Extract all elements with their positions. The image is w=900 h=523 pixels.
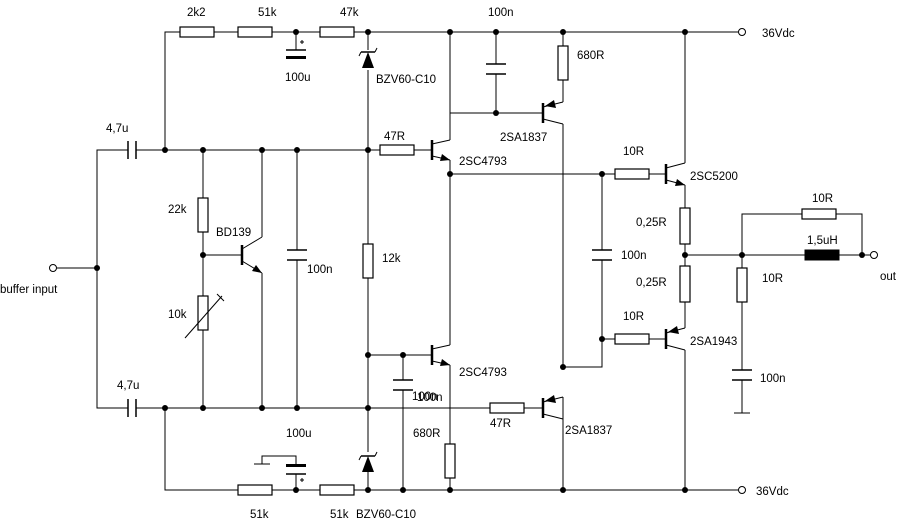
label-l-1u5: 1,5uH bbox=[807, 235, 838, 247]
zener-top bbox=[358, 47, 378, 68]
resistor-2k2 bbox=[179, 26, 215, 38]
zener-bot bbox=[358, 451, 378, 472]
label-q-2sa1837-top: 2SA1837 bbox=[500, 132, 547, 144]
resistor-10r-feedback bbox=[801, 208, 837, 220]
label-r-47k-top: 47k bbox=[340, 7, 359, 19]
resistor-025r-bot bbox=[679, 265, 691, 303]
resistor-51k-bot1 bbox=[237, 484, 273, 496]
transistor-2sa1943 bbox=[664, 326, 686, 351]
resistor-680r-bot bbox=[444, 443, 456, 479]
label-r-680r-top: 680R bbox=[577, 50, 605, 62]
label-q-2sa1837-bot: 2SA1837 bbox=[565, 425, 612, 437]
label-r-47r-bot: 47R bbox=[490, 418, 511, 430]
label-r-025-top: 0,25R bbox=[636, 217, 667, 229]
resistor-10r-zobel bbox=[736, 267, 748, 303]
label-c-4u7-top: 4,7u bbox=[106, 123, 128, 135]
label-supply-bot: 36Vdc bbox=[756, 486, 789, 498]
label-c-100n-mid: 100n bbox=[307, 264, 333, 276]
transistor-2sa1837-bot bbox=[541, 395, 564, 420]
label-q-2sc5200: 2SC5200 bbox=[690, 171, 738, 183]
label-q-2sc4793-bot: 2SC4793 bbox=[459, 367, 507, 379]
label-c-100u-top: 100u bbox=[285, 72, 311, 84]
trimmer-arrow bbox=[184, 295, 223, 339]
terminal-supply-top bbox=[738, 28, 746, 36]
label-r-10r-zobel: 10R bbox=[762, 273, 783, 285]
resistor-10r-bot bbox=[614, 333, 650, 345]
label-r-10r-fb: 10R bbox=[812, 193, 833, 205]
resistor-22k bbox=[197, 197, 209, 233]
label-r-51k-top: 51k bbox=[258, 7, 277, 19]
resistor-47r-top bbox=[379, 144, 415, 156]
terminal-buffer-input bbox=[49, 264, 57, 272]
resistor-51k-top bbox=[237, 26, 273, 38]
terminal-supply-bot bbox=[738, 486, 746, 494]
terminal-out bbox=[870, 251, 878, 259]
label-r-47r-top: 47R bbox=[384, 131, 405, 143]
label-c-100u-bot: 100u bbox=[286, 428, 312, 440]
label-r-51k-bot1: 51k bbox=[250, 509, 269, 521]
resistor-10r-top bbox=[614, 168, 650, 180]
label-r-2k2: 2k2 bbox=[187, 7, 206, 19]
label-zener-top: BZV60-C10 bbox=[376, 74, 436, 86]
resistor-51k-bot2 bbox=[319, 484, 355, 496]
label-q-2sa1943: 2SA1943 bbox=[690, 336, 737, 348]
label-q-bd139: BD139 bbox=[216, 227, 251, 239]
transistor-bd139 bbox=[240, 236, 263, 274]
resistor-47k-top bbox=[319, 26, 355, 38]
label-buffer-input: buffer input bbox=[0, 284, 58, 296]
capacitor-100u-bot bbox=[286, 464, 306, 467]
transistor-2sc5200 bbox=[664, 162, 686, 186]
label-c-100n-driver: 100n bbox=[621, 250, 647, 262]
resistor-47r-bot bbox=[489, 402, 525, 414]
label-c-4u7-bot: 4,7u bbox=[117, 380, 139, 392]
label-c-100n-bot: 100n bbox=[412, 391, 438, 403]
potentiometer-10k bbox=[197, 295, 209, 331]
junction-dots bbox=[94, 29, 865, 493]
labels: 2k2 51k 47k 100n 36Vdc 100u BZV60-C10 68… bbox=[0, 7, 897, 521]
transistor-2sc4793-top bbox=[430, 139, 451, 161]
label-r-680r-bot: 680R bbox=[413, 428, 441, 440]
label-r-12k: 12k bbox=[382, 253, 401, 265]
label-supply-top: 36Vdc bbox=[762, 28, 795, 40]
label-c-100n-zobel: 100n bbox=[760, 373, 786, 385]
wires bbox=[57, 31, 870, 491]
resistors bbox=[179, 26, 837, 496]
transistor-2sa1837-top bbox=[541, 100, 564, 125]
label-r-10r-bot: 10R bbox=[623, 311, 644, 323]
capacitors bbox=[127, 40, 752, 482]
label-q-2sc4793-top: 2SC4793 bbox=[459, 156, 507, 168]
terminals bbox=[49, 28, 878, 494]
label-r-10k: 10k bbox=[168, 309, 187, 321]
label-zener-bot: BZV60-C10 bbox=[356, 509, 416, 521]
transistor-2sc4793-bot bbox=[430, 344, 451, 366]
label-out: out bbox=[880, 271, 897, 283]
label-c-100n-top: 100n bbox=[488, 7, 514, 19]
label-r-22k: 22k bbox=[168, 204, 187, 216]
resistor-025r-top bbox=[679, 207, 691, 245]
inductor-1u5h bbox=[804, 249, 840, 261]
label-r-51k-bot2: 51k bbox=[330, 509, 349, 521]
resistor-680r-top bbox=[557, 45, 569, 81]
label-r-025-bot: 0,25R bbox=[636, 277, 667, 289]
resistor-12k bbox=[362, 243, 374, 279]
label-r-10r-top: 10R bbox=[623, 146, 644, 158]
label-c-100n-bias: 100n bbox=[417, 392, 443, 404]
